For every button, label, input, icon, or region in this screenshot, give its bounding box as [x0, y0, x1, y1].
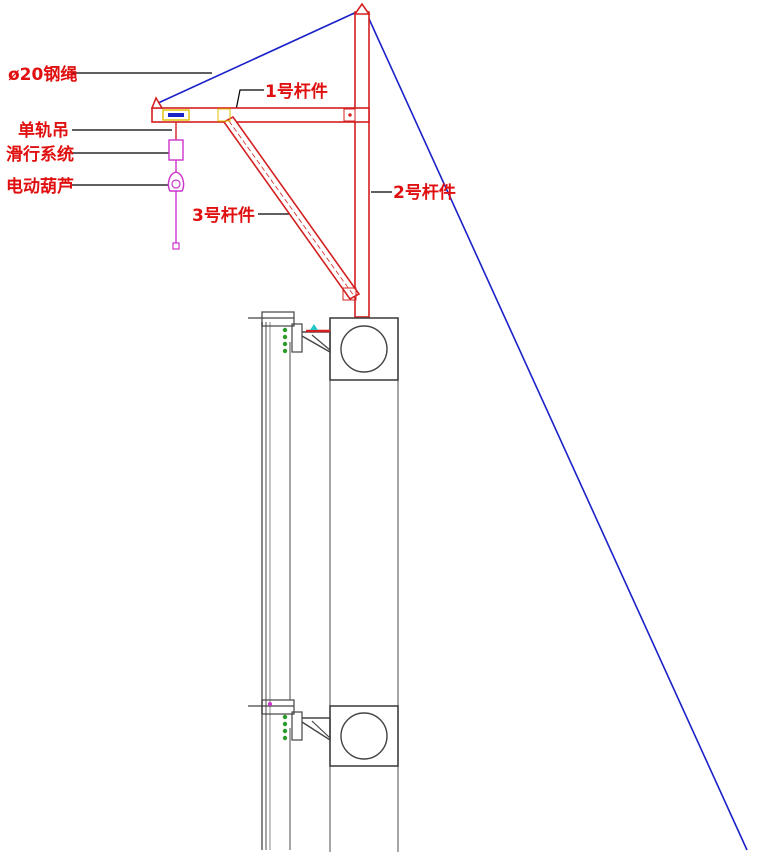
frame-joints: [217, 108, 357, 301]
lower-bolt-4: [282, 735, 288, 741]
lower-bolts: [282, 714, 288, 741]
upper-cyan-marker: [310, 324, 318, 330]
upper-anchor-plate: [291, 323, 303, 353]
frame: [150, 2, 371, 318]
labels: ø20钢绳 1号杆件 单轨吊 滑行系统 电动葫芦 2号杆件 3号杆件: [6, 64, 456, 226]
label-member-2: 2号杆件: [393, 182, 456, 203]
lower-transom: [261, 699, 295, 715]
lower-slab-box: [329, 705, 399, 767]
joint-brace-mast: [342, 287, 357, 301]
lower-bracket-arm: [301, 717, 331, 742]
hoist-hook: [172, 242, 180, 250]
label-sliding-system: 滑行系统: [6, 144, 74, 165]
rope-segment-back: [364, 9, 748, 851]
sliding-system-block: [168, 139, 184, 161]
joint-arm-mast-bolt: [348, 113, 352, 117]
member-2-mast: [354, 11, 370, 318]
member-1-arm: [151, 107, 370, 123]
lower-bolt-2: [282, 721, 288, 727]
upper-bracket-brace: [311, 334, 331, 351]
upper-bolt-1: [282, 327, 288, 333]
upper-bolt-4: [282, 348, 288, 354]
joint-arm-mast: [343, 108, 356, 122]
building-structure: [248, 311, 399, 852]
hoist-assembly: [162, 109, 190, 250]
upper-slab-hole: [340, 325, 388, 373]
arm-end-cap: [150, 96, 164, 109]
upper-transom: [261, 311, 295, 327]
lower-slab-hole: [340, 712, 388, 760]
mast-top-cap: [353, 2, 371, 15]
single-rail-hoist-core: [168, 113, 184, 117]
lower-bolt-1: [282, 714, 288, 720]
label-single-rail-hoist: 单轨吊: [18, 120, 69, 141]
leader-lines: [72, 72, 392, 215]
rope-segment-front: [155, 9, 362, 105]
label-steel-rope: ø20钢绳: [8, 64, 77, 85]
label-member-1: 1号杆件: [265, 81, 328, 102]
upper-bracket-arm: [301, 331, 331, 354]
label-electric-hoist: 电动葫芦: [6, 176, 74, 197]
upper-bolts: [282, 327, 288, 354]
upper-bolt-3: [282, 341, 288, 347]
steel-rope: [155, 9, 748, 851]
leader-member-1: [235, 89, 264, 111]
lower-bolt-3: [282, 728, 288, 734]
bracket-accents: [268, 324, 330, 741]
lower-anchor-plate: [291, 711, 303, 741]
joint-brace-arm: [217, 108, 231, 122]
lower-magenta-marker: [268, 702, 272, 706]
member-3-centerline: [228, 120, 355, 297]
upper-bolt-2: [282, 334, 288, 340]
electric-hoist-wheel: [171, 179, 181, 189]
upper-slab-box: [329, 317, 399, 381]
lower-bracket-brace: [311, 720, 331, 739]
label-member-3: 3号杆件: [192, 205, 255, 226]
